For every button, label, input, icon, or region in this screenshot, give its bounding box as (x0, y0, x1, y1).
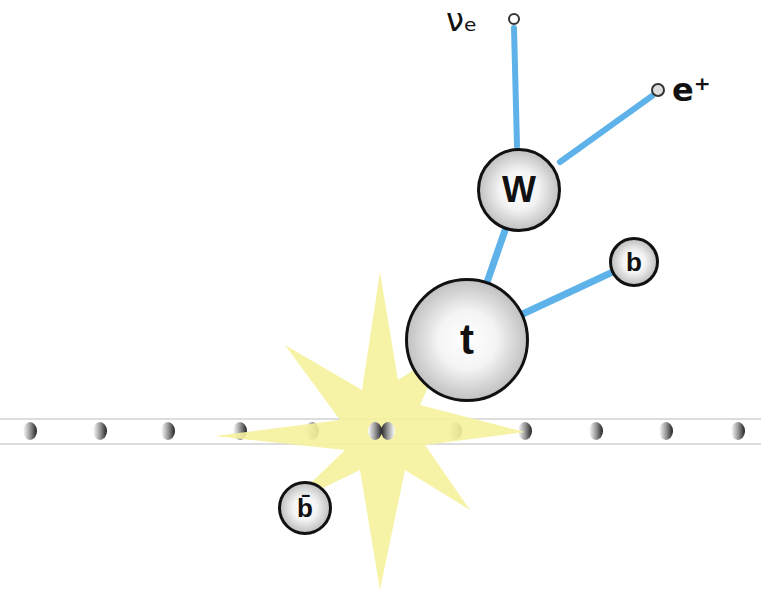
positron-dot (652, 84, 664, 96)
beam-particles (23, 422, 745, 440)
particle-symbol: b̄ (297, 495, 313, 521)
neutrino-dot (509, 14, 519, 24)
decay-track (523, 273, 611, 314)
particle-label: e⁺ (672, 74, 711, 106)
decay-track (514, 28, 652, 162)
decay-track (487, 230, 505, 282)
particle-circle: b̄ (278, 481, 332, 535)
particle-symbol: b (626, 249, 642, 275)
particle-circle: b (609, 237, 659, 287)
particle-circle: t (405, 278, 529, 402)
beam-particles (368, 422, 395, 440)
particle-label: νₑ (446, 4, 477, 36)
particle-circle: W (477, 148, 561, 232)
particle-symbol: W (502, 172, 536, 208)
particle-symbol: t (460, 319, 474, 361)
